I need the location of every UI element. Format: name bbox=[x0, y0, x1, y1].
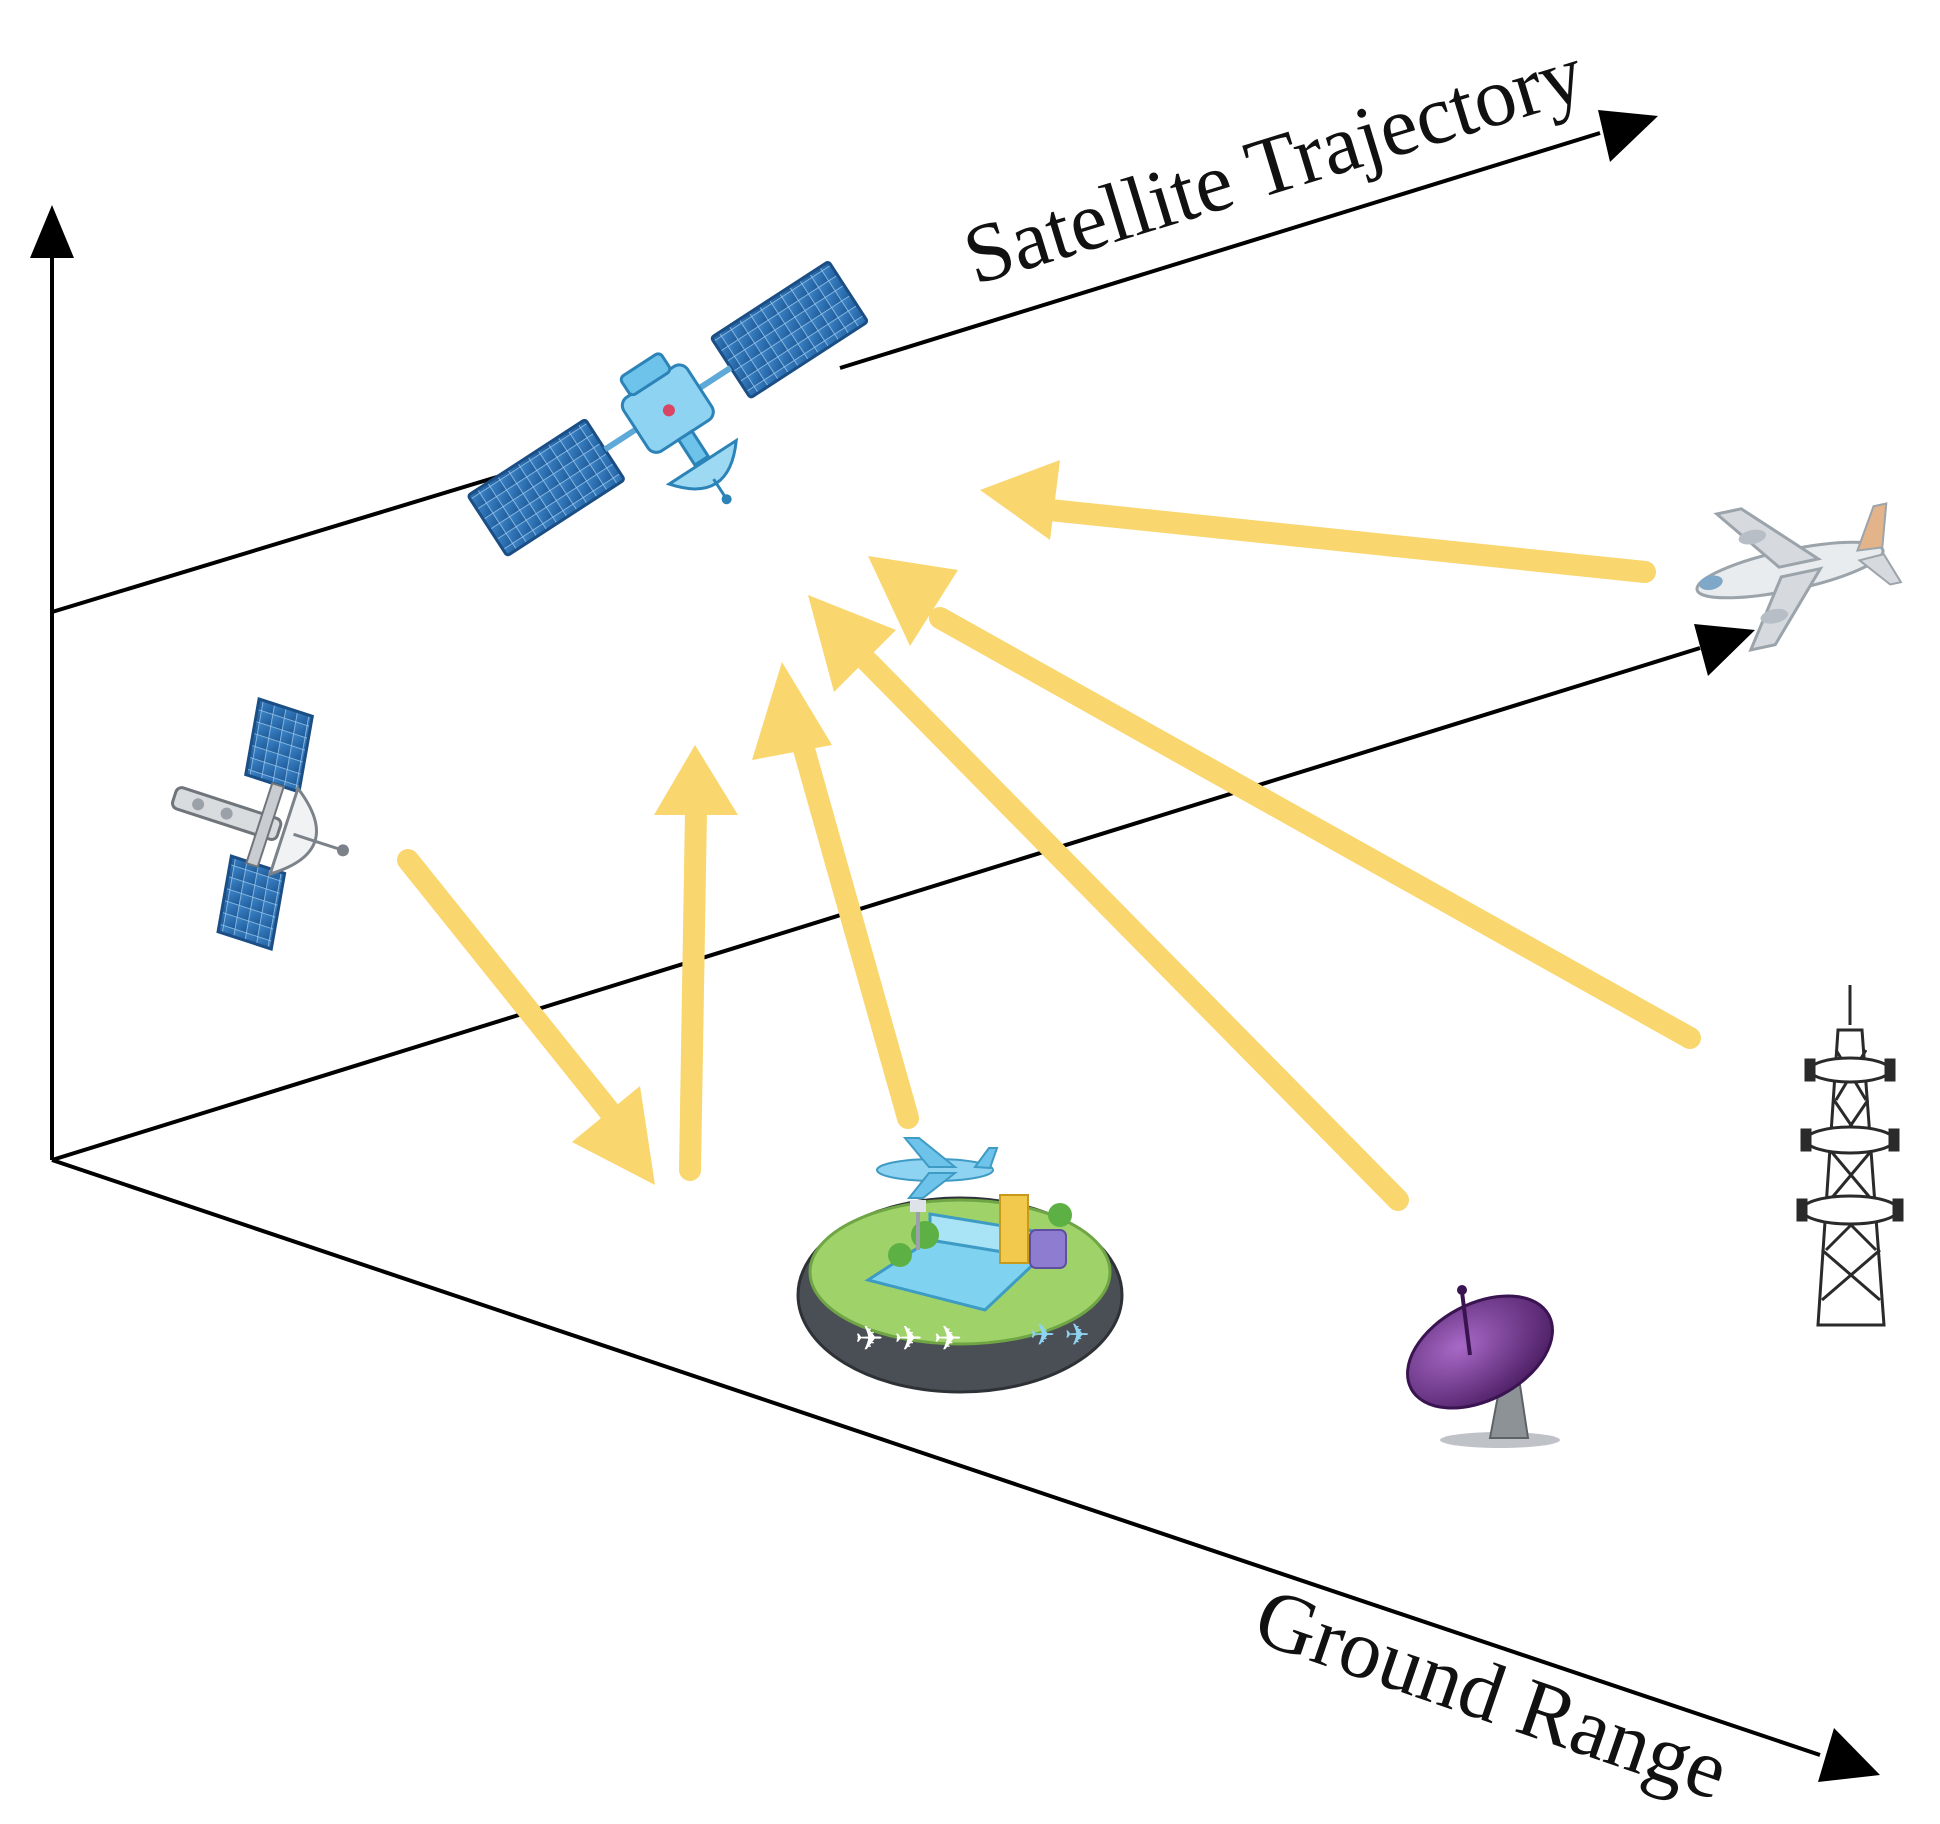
sar-satellite-icon bbox=[467, 261, 869, 557]
ground-reference-line bbox=[51, 646, 1701, 1162]
tower-icon bbox=[1796, 985, 1904, 1327]
airport-airplane-icon bbox=[876, 1137, 999, 1199]
signal-arrow-airport bbox=[789, 724, 919, 1129]
satellite-trajectory-line-left bbox=[51, 468, 521, 614]
signal-arrow-jammer-down bbox=[397, 849, 621, 1123]
signal-arrowhead-jammer-down bbox=[572, 1086, 655, 1185]
svg-text:✈ ✈ ✈: ✈ ✈ ✈ bbox=[855, 1319, 962, 1359]
ground-range-arrowhead bbox=[1818, 1728, 1880, 1782]
airport-icon: ✈ ✈ ✈ ✈ ✈ bbox=[796, 1194, 1124, 1394]
axes bbox=[30, 110, 1880, 1782]
ground-range-label: Ground Range bbox=[1244, 1570, 1740, 1818]
signal-arrowhead-tower bbox=[868, 556, 958, 646]
ground-reference-arrowhead bbox=[1694, 624, 1755, 676]
signal-arrow-reflection-up bbox=[679, 799, 707, 1181]
vertical-axis-arrowhead bbox=[30, 205, 74, 258]
ground-range-axis bbox=[51, 1158, 1821, 1757]
svg-text:✈ ✈: ✈ ✈ bbox=[1030, 1318, 1090, 1353]
signal-arrow-radar-dish bbox=[855, 649, 1409, 1211]
jammer-satellite-icon bbox=[171, 697, 349, 951]
signal-arrowhead-airplane bbox=[980, 460, 1060, 540]
signal-arrow-tower bbox=[929, 607, 1701, 1049]
signal-arrowhead-airport bbox=[752, 662, 832, 760]
signal-arrowhead-reflection-up bbox=[654, 745, 738, 815]
airplane-icon bbox=[1695, 502, 1903, 652]
signal-arrowhead-radar-dish bbox=[808, 595, 896, 692]
satellite-trajectory-line-right bbox=[839, 131, 1601, 370]
satellite-trajectory-arrowhead bbox=[1598, 110, 1658, 162]
signal-arrow-airplane bbox=[1039, 499, 1656, 583]
radar-dish-icon bbox=[1406, 1285, 1560, 1448]
signal-arrows bbox=[397, 460, 1701, 1211]
